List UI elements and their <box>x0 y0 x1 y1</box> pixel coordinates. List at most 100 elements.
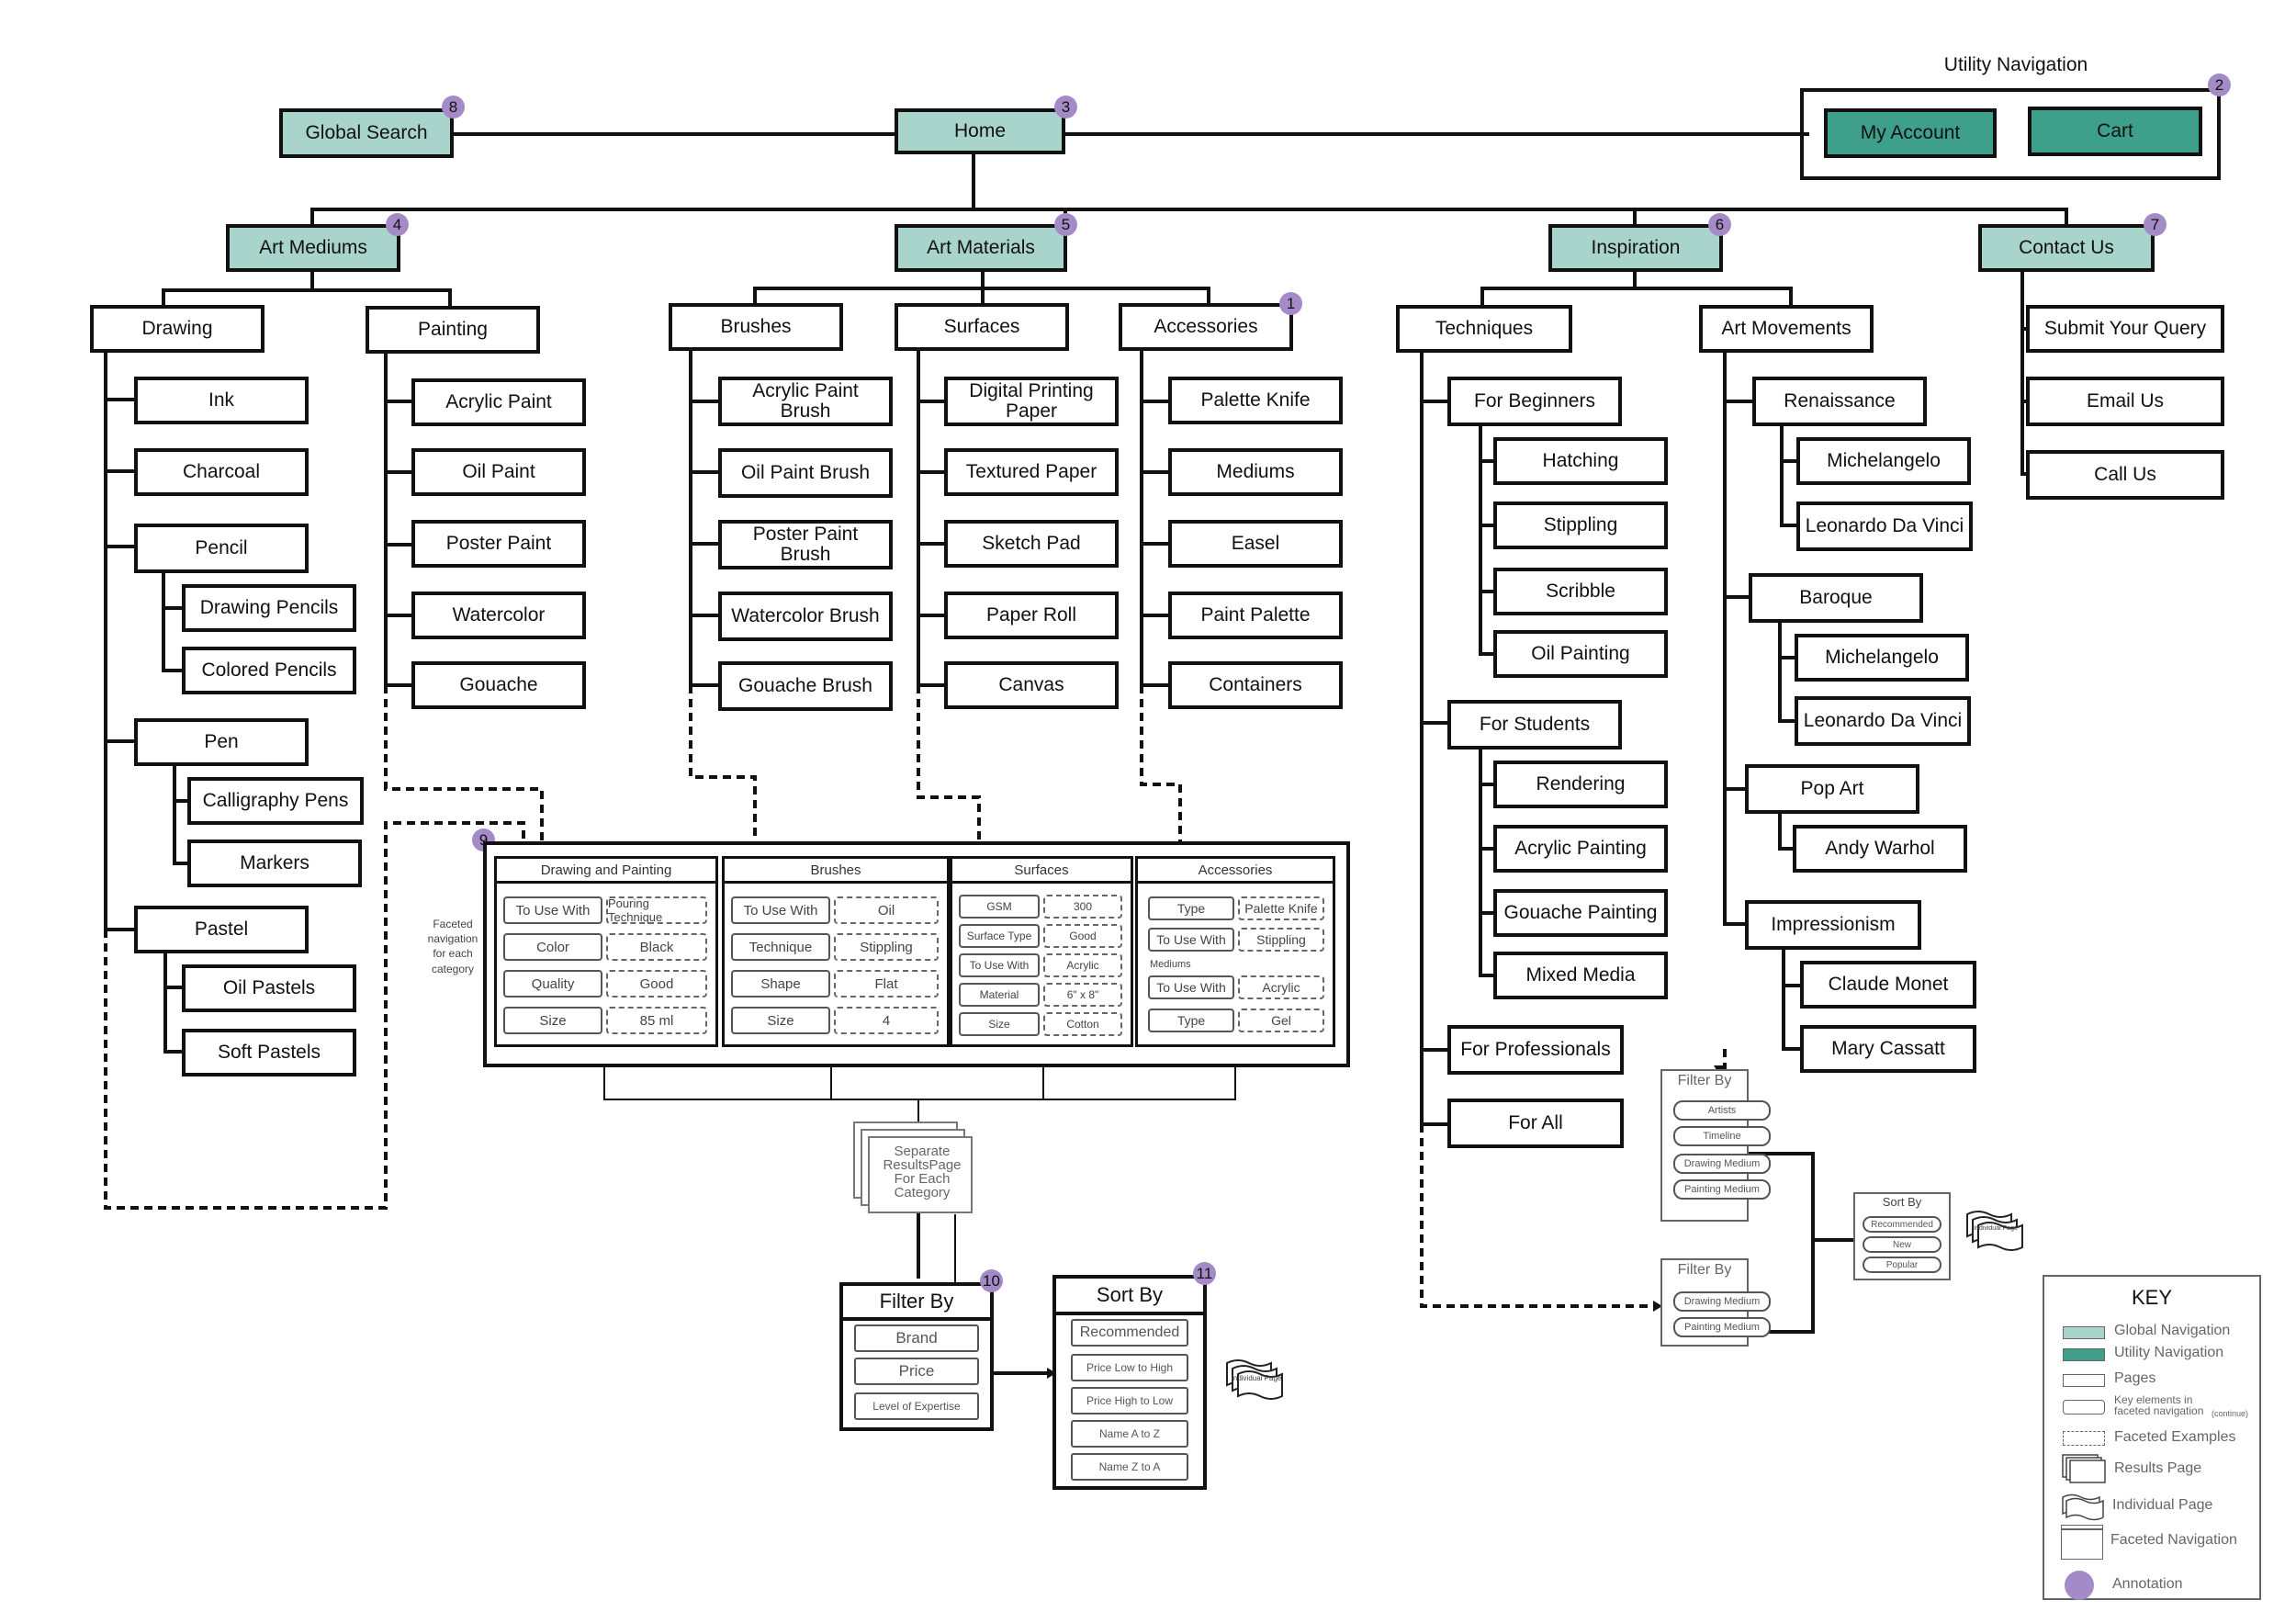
node-acrylic-paint-brush[interactable]: Acrylic Paint Brush <box>718 377 893 426</box>
facet-value[interactable]: Gel <box>1238 1009 1324 1032</box>
node-andy-warhol[interactable]: Andy Warhol <box>1793 825 1967 873</box>
node-drawing-pencils[interactable]: Drawing Pencils <box>182 584 356 632</box>
sort-option-price-high-low[interactable]: Price High to Low <box>1071 1387 1188 1414</box>
node-canvas[interactable]: Canvas <box>944 661 1119 709</box>
filter-option-drawing-medium-2[interactable]: Drawing Medium <box>1673 1291 1771 1312</box>
facet-key[interactable]: To Use With <box>1148 928 1234 952</box>
node-easel[interactable]: Easel <box>1168 520 1343 568</box>
node-sketch-pad[interactable]: Sketch Pad <box>944 520 1119 568</box>
node-soft-pastels[interactable]: Soft Pastels <box>182 1029 356 1076</box>
facet-value[interactable]: 4 <box>834 1007 939 1034</box>
node-markers[interactable]: Markers <box>187 840 362 887</box>
node-charcoal[interactable]: Charcoal <box>134 448 309 496</box>
node-michelangelo-renaissance[interactable]: Michelangelo <box>1796 437 1971 485</box>
node-for-beginners[interactable]: For Beginners <box>1447 377 1622 426</box>
node-contact-us[interactable]: Contact Us <box>1978 224 2155 272</box>
sort-small-recommended[interactable]: Recommended <box>1863 1216 1941 1233</box>
facet-value[interactable]: 85 ml <box>606 1007 707 1034</box>
node-acrylic-painting[interactable]: Acrylic Painting <box>1493 825 1668 873</box>
node-colored-pencils[interactable]: Colored Pencils <box>182 647 356 694</box>
node-cart[interactable]: Cart <box>2028 107 2202 156</box>
facet-key[interactable]: Surface Type <box>959 924 1040 948</box>
filter-option-price[interactable]: Price <box>854 1358 979 1385</box>
node-gouache-brush[interactable]: Gouache Brush <box>718 661 893 711</box>
node-leonardo-renaissance[interactable]: Leonardo Da Vinci <box>1796 502 1973 551</box>
node-gouache-painting[interactable]: Gouache Painting <box>1493 889 1668 937</box>
filter-option-drawing-medium[interactable]: Drawing Medium <box>1673 1154 1771 1174</box>
node-impressionism[interactable]: Impressionism <box>1745 900 1921 950</box>
node-containers[interactable]: Containers <box>1168 661 1343 709</box>
node-palette-knife[interactable]: Palette Knife <box>1168 377 1343 424</box>
facet-key[interactable]: Size <box>731 1007 830 1034</box>
facet-key[interactable]: Type <box>1148 1009 1234 1032</box>
node-stippling[interactable]: Stippling <box>1493 502 1668 549</box>
sort-option-recommended[interactable]: Recommended <box>1071 1319 1188 1347</box>
node-art-materials[interactable]: Art Materials <box>895 224 1067 272</box>
node-oil-painting[interactable]: Oil Painting <box>1493 630 1668 678</box>
node-poster-paint-brush[interactable]: Poster Paint Brush <box>718 520 893 569</box>
node-pastel[interactable]: Pastel <box>134 906 309 953</box>
facet-value[interactable]: Stippling <box>1238 928 1324 952</box>
node-paint-palette[interactable]: Paint Palette <box>1168 592 1343 639</box>
facet-value[interactable]: Acrylic <box>1238 975 1324 999</box>
facet-value[interactable]: Black <box>606 933 707 961</box>
node-oil-paint[interactable]: Oil Paint <box>411 448 586 496</box>
facet-value[interactable]: Stippling <box>834 933 939 961</box>
node-home[interactable]: Home <box>895 108 1065 154</box>
node-michelangelo-baroque[interactable]: Michelangelo <box>1795 634 1969 682</box>
facet-value[interactable]: Palette Knife <box>1238 896 1324 920</box>
facet-value[interactable]: Good <box>1043 924 1122 948</box>
node-for-all[interactable]: For All <box>1447 1099 1624 1148</box>
sort-option-name-z-a[interactable]: Name Z to A <box>1071 1453 1188 1481</box>
node-hatching[interactable]: Hatching <box>1493 437 1668 485</box>
filter-option-expertise[interactable]: Level of Expertise <box>854 1392 979 1420</box>
facet-key[interactable]: Size <box>959 1012 1040 1036</box>
node-oil-paint-brush[interactable]: Oil Paint Brush <box>718 448 893 498</box>
sort-small-new[interactable]: New <box>1863 1236 1941 1253</box>
node-for-professionals[interactable]: For Professionals <box>1447 1025 1624 1075</box>
node-pen[interactable]: Pen <box>134 718 309 766</box>
sort-option-name-a-z[interactable]: Name A to Z <box>1071 1420 1188 1448</box>
sort-small-popular[interactable]: Popular <box>1863 1257 1941 1273</box>
node-rendering[interactable]: Rendering <box>1493 761 1668 808</box>
facet-value[interactable]: Pouring Technique <box>606 896 707 924</box>
node-mixed-media[interactable]: Mixed Media <box>1493 952 1668 999</box>
node-digital-printing-paper[interactable]: Digital Printing Paper <box>944 377 1119 426</box>
node-paper-roll[interactable]: Paper Roll <box>944 592 1119 639</box>
node-mediums[interactable]: Mediums <box>1168 448 1343 496</box>
node-calligraphy-pens[interactable]: Calligraphy Pens <box>187 777 364 825</box>
node-pop-art[interactable]: Pop Art <box>1745 764 1919 814</box>
filter-option-brand[interactable]: Brand <box>854 1324 979 1352</box>
node-accessories[interactable]: Accessories <box>1119 303 1293 351</box>
node-watercolor-brush[interactable]: Watercolor Brush <box>718 592 893 641</box>
node-global-search[interactable]: Global Search <box>279 108 454 158</box>
filter-option-timeline[interactable]: Timeline <box>1673 1126 1771 1146</box>
node-techniques[interactable]: Techniques <box>1396 305 1572 353</box>
node-painting[interactable]: Painting <box>366 306 540 354</box>
facet-value[interactable]: Acrylic <box>1043 953 1122 977</box>
node-art-mediums[interactable]: Art Mediums <box>226 224 400 272</box>
node-leonardo-baroque[interactable]: Leonardo Da Vinci <box>1795 696 1971 746</box>
facet-value[interactable]: Cotton <box>1043 1012 1122 1036</box>
node-renaissance[interactable]: Renaissance <box>1752 377 1927 426</box>
facet-value[interactable]: Good <box>606 970 707 997</box>
node-inspiration[interactable]: Inspiration <box>1548 224 1723 272</box>
facet-key[interactable]: Material <box>959 983 1040 1007</box>
node-for-students[interactable]: For Students <box>1447 700 1622 750</box>
facet-key[interactable]: To Use With <box>731 896 830 924</box>
node-submit-query[interactable]: Submit Your Query <box>2026 305 2224 353</box>
facet-value[interactable]: 300 <box>1043 895 1122 919</box>
node-brushes[interactable]: Brushes <box>669 303 843 351</box>
facet-key[interactable]: Quality <box>503 970 602 997</box>
sort-option-price-low-high[interactable]: Price Low to High <box>1071 1354 1188 1381</box>
facet-key[interactable]: Size <box>503 1007 602 1034</box>
facet-key[interactable]: Technique <box>731 933 830 961</box>
facet-key[interactable]: To Use With <box>1148 975 1234 999</box>
facet-value[interactable]: Oil <box>834 896 939 924</box>
node-mary-cassatt[interactable]: Mary Cassatt <box>1800 1025 1976 1073</box>
filter-option-painting-medium-2[interactable]: Painting Medium <box>1673 1317 1771 1337</box>
node-acrylic-paint[interactable]: Acrylic Paint <box>411 378 586 426</box>
facet-value[interactable]: 6" x 8" <box>1043 983 1122 1007</box>
node-my-account[interactable]: My Account <box>1824 108 1997 158</box>
facet-value[interactable]: Flat <box>834 970 939 997</box>
